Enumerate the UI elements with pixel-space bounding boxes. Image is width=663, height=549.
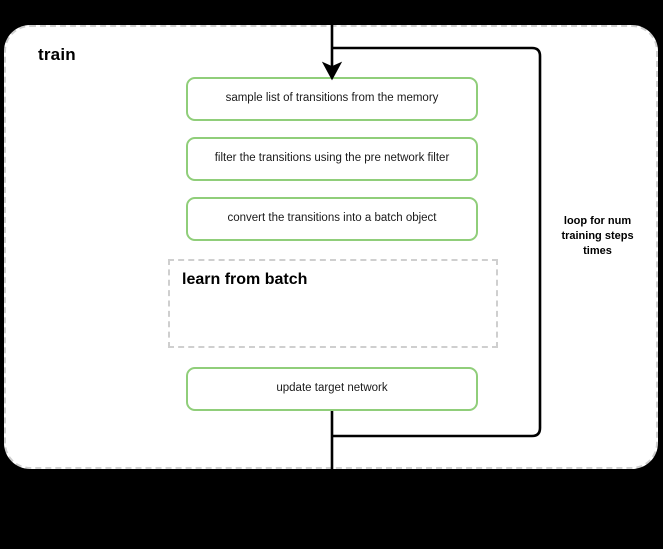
subprocess-label: learn from batch [182, 271, 308, 288]
loop-annotation-label: loop for num training steps times [545, 214, 650, 259]
step-label: update target network [276, 382, 388, 395]
page-title: train [38, 45, 76, 64]
step-label: filter the transitions using the pre net… [214, 152, 450, 165]
loop-label-line-1: loop for num [563, 215, 632, 227]
step-update-target-network[interactable]: update target network [186, 367, 478, 411]
step-sample-list-of-transitions[interactable]: sample list of transitions from the memo… [186, 77, 478, 121]
loop-label-line-2: training steps [561, 229, 634, 242]
subprocess-learn-from-batch[interactable]: learn from batch [168, 259, 498, 348]
loop-label-line-3: times [583, 244, 612, 257]
step-label: sample list of transitions from the memo… [225, 92, 439, 105]
step-label: convert the transitions into a batch obj… [227, 212, 437, 225]
step-filter-transitions[interactable]: filter the transitions using the pre net… [186, 137, 478, 181]
step-convert-to-batch[interactable]: convert the transitions into a batch obj… [186, 197, 478, 241]
